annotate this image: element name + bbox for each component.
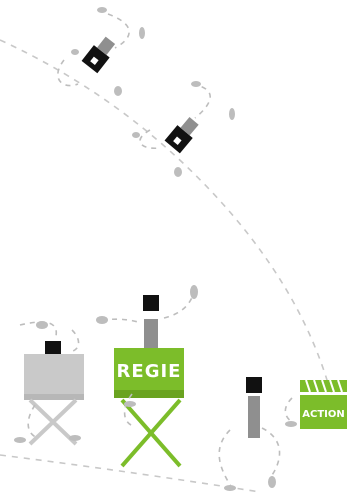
camera-mark: [139, 27, 145, 39]
dashed-ground-path: [0, 454, 261, 493]
director-chair-icon: REGIE: [114, 348, 184, 468]
chair-mark: [14, 437, 26, 443]
figure-dash-decoration: [218, 427, 281, 489]
chair-mark: [124, 401, 136, 407]
camera-mark: [229, 108, 235, 120]
person-icon: [246, 377, 262, 438]
camera-mark: [114, 86, 122, 96]
clapper-label: ACTION: [302, 409, 345, 420]
camera-mark: [191, 81, 201, 87]
camera-icon: [164, 116, 199, 154]
camera-dash-decoration: [57, 13, 130, 87]
chair-label: REGIE: [117, 361, 182, 382]
figure-mark: [268, 476, 276, 488]
camera-dash-decoration: [139, 83, 211, 150]
chair-mark: [36, 321, 48, 329]
director-chair-icon: [24, 354, 84, 446]
camera-mark: [71, 49, 79, 55]
chair-mark: [190, 285, 198, 299]
camera-mark: [97, 7, 107, 13]
clapper-mark: [285, 421, 297, 427]
chair-dash-decoration: [19, 321, 80, 439]
camera-mark: [174, 167, 182, 177]
chair-mark: [69, 435, 81, 441]
clapperboard-icon: ACTION: [300, 379, 347, 429]
clapper-dash-decoration: [284, 397, 297, 425]
camera-mark: [132, 132, 140, 138]
person-icon: [143, 295, 159, 355]
camera-icon: [81, 36, 116, 74]
chair-mark: [96, 316, 108, 324]
dashed-arc-path: [0, 39, 346, 411]
figure-mark: [224, 485, 236, 491]
